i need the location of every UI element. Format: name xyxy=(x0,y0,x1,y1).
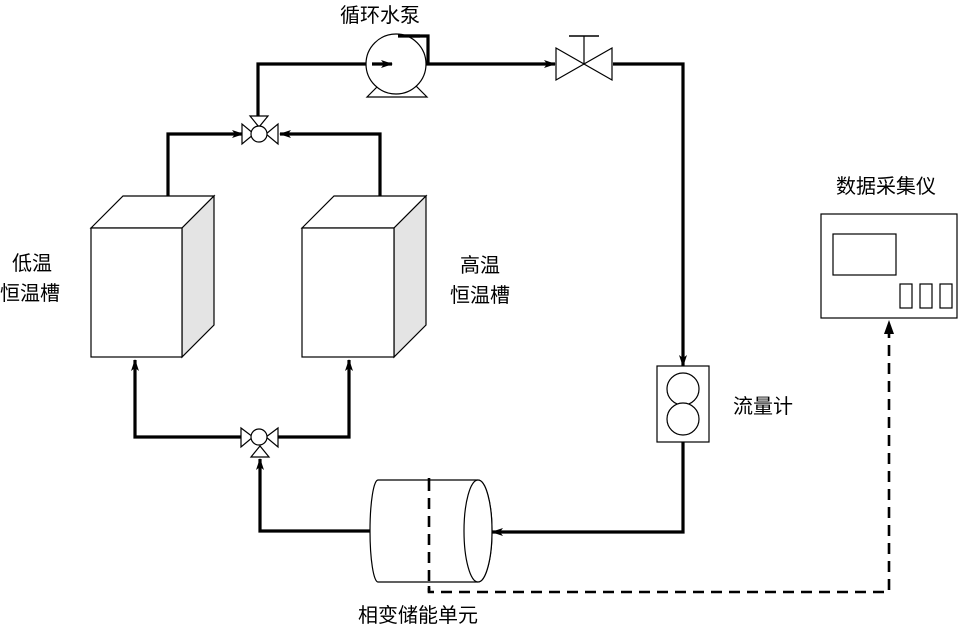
low-bath-label-line2: 恒温槽 xyxy=(0,281,60,305)
low-temp-bath[interactable] xyxy=(89,194,216,359)
pcm-unit-cylinder[interactable] xyxy=(369,479,493,583)
logger-screen xyxy=(832,233,897,276)
logger-button-2 xyxy=(919,283,933,309)
pipe-low-bath-to-top-valve xyxy=(166,130,244,196)
logger-button-1 xyxy=(899,283,913,309)
pipe-valve-to-pump xyxy=(256,60,399,116)
flowmeter-label: 流量计 xyxy=(733,394,793,418)
high-bath-label-line1: 高温 xyxy=(460,253,500,277)
flowmeter-icon[interactable] xyxy=(656,365,710,443)
gate-valve-icon[interactable] xyxy=(555,35,613,82)
pipe-flowmeter-to-pcm xyxy=(491,442,685,536)
three-way-valve-top-icon[interactable] xyxy=(241,115,279,146)
low-bath-front xyxy=(90,227,183,358)
high-bath-label-line2: 恒温槽 xyxy=(450,283,510,307)
data-logger-label: 数据采集仪 xyxy=(836,174,936,198)
high-bath-front xyxy=(301,227,395,358)
data-logger-icon[interactable] xyxy=(820,213,958,319)
pump-icon[interactable] xyxy=(365,33,429,98)
pipe-gate-valve-to-flowmeter xyxy=(613,62,687,367)
low-bath-label-line1: 低温 xyxy=(12,251,52,275)
pipe-pcm-to-bottom-valve xyxy=(256,458,372,533)
pipe-bottom-valve-to-low-bath xyxy=(131,359,242,439)
pipe-high-bath-to-top-valve xyxy=(279,130,382,196)
high-temp-bath[interactable] xyxy=(300,194,428,359)
signal-arrowhead xyxy=(884,320,894,334)
pump-label: 循环水泵 xyxy=(340,3,420,27)
three-way-valve-bottom-icon[interactable] xyxy=(240,426,279,458)
pipe-bottom-valve-to-high-bath xyxy=(278,359,353,439)
pcm-unit-label: 相变储能单元 xyxy=(358,603,478,627)
pump-body xyxy=(365,33,427,95)
logger-button-3 xyxy=(939,283,953,309)
